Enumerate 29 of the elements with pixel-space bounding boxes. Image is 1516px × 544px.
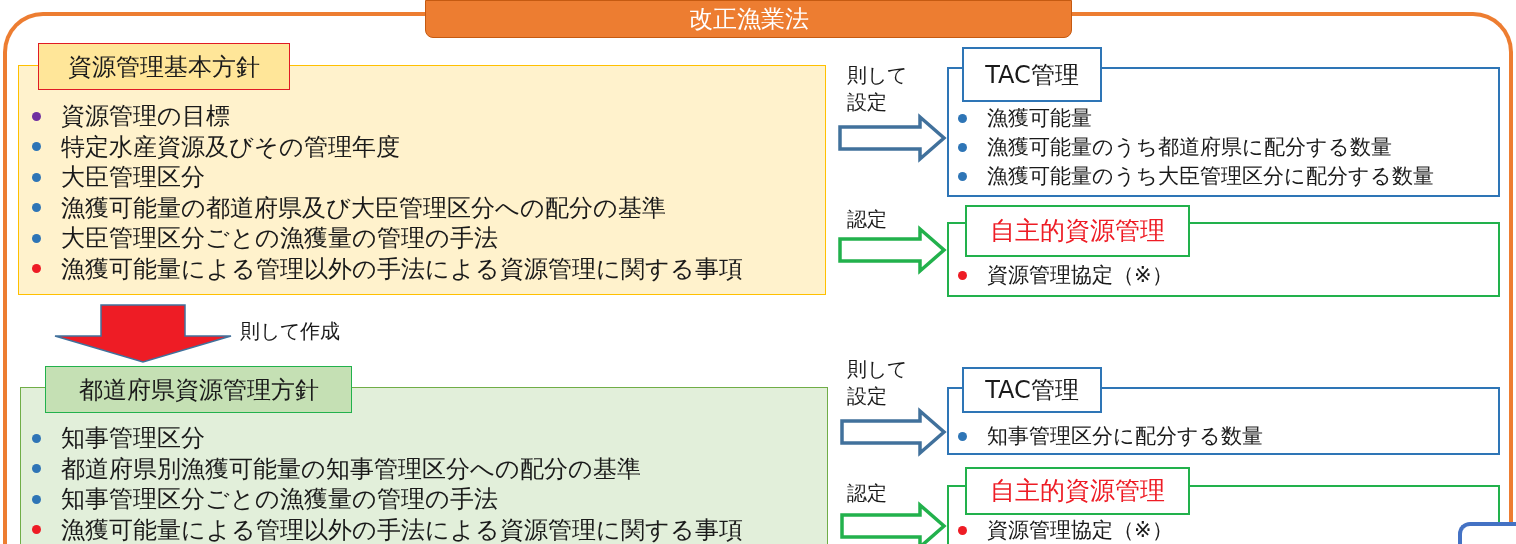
box-shape bbox=[1458, 522, 1516, 544]
list-item-text: 資源管理協定（※） bbox=[987, 262, 1173, 289]
list-item-text: 資源管理協定（※） bbox=[987, 516, 1173, 544]
list-item-text: 大臣管理区分 bbox=[61, 162, 205, 194]
section-heading: 都道府県資源管理方針 bbox=[45, 366, 352, 413]
section-heading: 自主的資源管理 bbox=[965, 205, 1190, 257]
block-arrow bbox=[840, 407, 947, 457]
block-arrow bbox=[840, 501, 947, 544]
list-item-text: 知事管理区分ごとの漁獲量の管理の手法 bbox=[61, 484, 498, 516]
block-arrow bbox=[838, 113, 947, 163]
list-item-text: 知事管理区分に配分する数量 bbox=[987, 423, 1263, 450]
list-item-text: 大臣管理区分ごとの漁獲量の管理の手法 bbox=[61, 223, 498, 255]
list-item-text: 特定水産資源及びその管理年度 bbox=[61, 131, 400, 163]
list-item-text: 漁獲可能量による管理以外の手法による資源管理に関する事項 bbox=[61, 514, 743, 544]
block-arrow bbox=[54, 304, 232, 363]
list-item-text: 漁獲可能量のうち大臣管理区分に配分する数量 bbox=[987, 162, 1434, 190]
section-heading: 自主的資源管理 bbox=[965, 467, 1190, 515]
list-item-text: 知事管理区分 bbox=[61, 423, 205, 455]
list-item-text: 都道府県別漁獲可能量の知事管理区分への配分の基準 bbox=[61, 453, 641, 485]
list-item-text: 資源管理の目標 bbox=[61, 101, 230, 133]
list-item-text: 漁獲可能量のうち都道府県に配分する数量 bbox=[987, 133, 1392, 161]
title-tab: 改正漁業法 bbox=[425, 0, 1072, 38]
block-arrow bbox=[838, 225, 947, 275]
list-item-text: 漁獲可能量の都道府県及び大臣管理区分への配分の基準 bbox=[61, 192, 666, 224]
section-heading: 資源管理基本方針 bbox=[38, 43, 290, 90]
section-heading: TAC管理 bbox=[962, 367, 1102, 413]
section-heading: TAC管理 bbox=[962, 47, 1102, 102]
list-item-text: 漁獲可能量 bbox=[987, 104, 1092, 132]
list-item-text: 漁獲可能量による管理以外の手法による資源管理に関する事項 bbox=[61, 253, 743, 285]
